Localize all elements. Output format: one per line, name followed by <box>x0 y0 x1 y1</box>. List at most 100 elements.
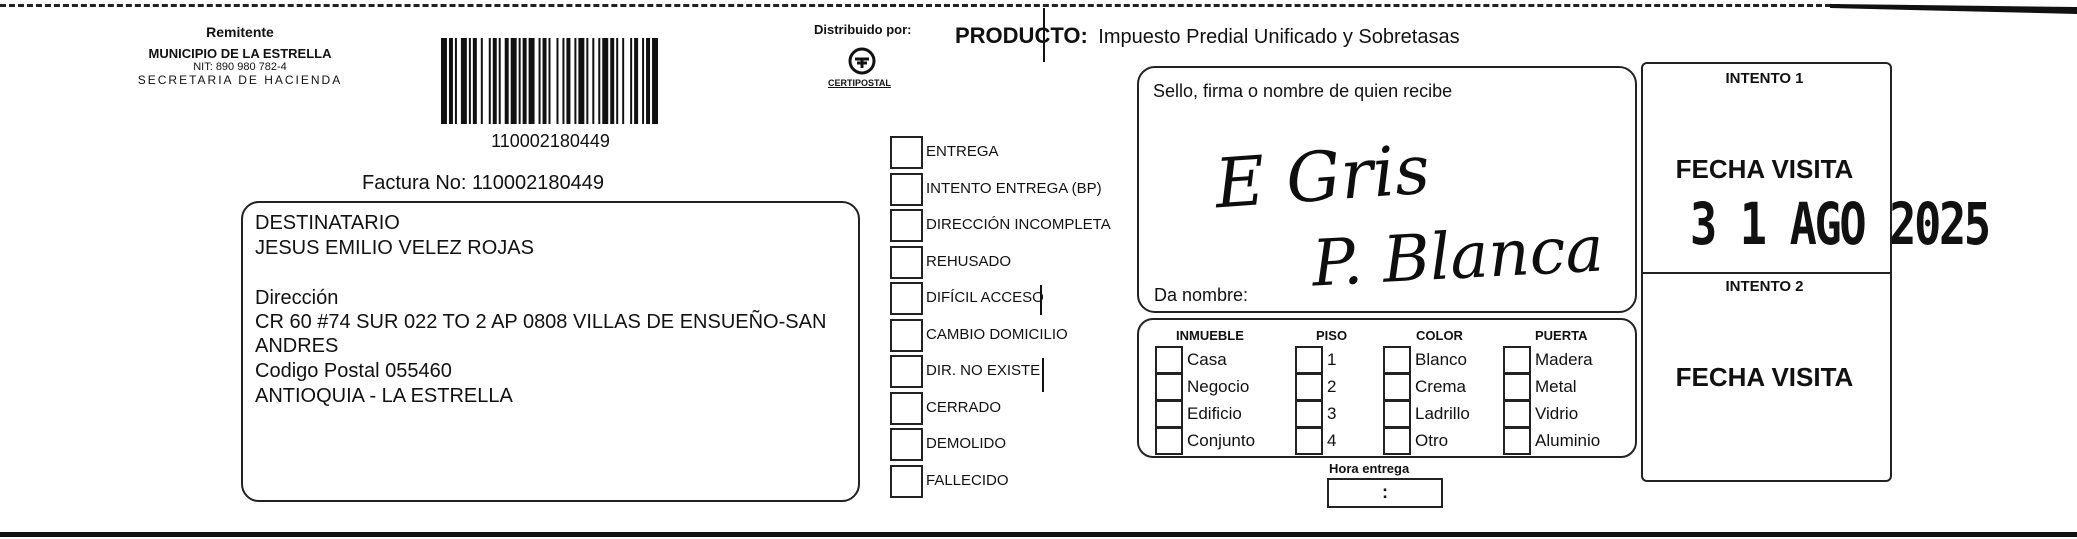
certipostal-logo-icon <box>847 46 877 76</box>
barcode-bar <box>602 38 609 124</box>
property-option-piso: 2 <box>1327 377 1337 396</box>
property-checkbox-puerta[interactable] <box>1503 346 1531 374</box>
barcode-bar <box>522 38 527 124</box>
product-line: PRODUCTO: Impuesto Predial Unificado y S… <box>955 23 1460 49</box>
status-label: REHUSADO <box>926 252 1012 270</box>
barcode-bar <box>566 38 571 124</box>
property-option-puerta: Vidrio <box>1535 404 1579 423</box>
delivery-time-field[interactable]: : <box>1327 478 1443 508</box>
barcode <box>441 38 659 124</box>
sender-department: SECRETARIA DE HACIENDA <box>137 73 343 87</box>
barcode-bar <box>562 38 565 124</box>
status-checkbox[interactable] <box>890 245 923 279</box>
status-checkbox[interactable] <box>890 391 923 425</box>
barcode-bar <box>592 38 595 124</box>
top-cut-line <box>0 4 1840 7</box>
property-option-piso: 1 <box>1327 350 1337 369</box>
receiver-box <box>1137 66 1637 313</box>
property-header-puerta: PUERTA <box>1535 328 1588 343</box>
product-mark <box>1043 8 1045 62</box>
barcode-bar <box>610 38 615 124</box>
barcode-bar <box>578 38 585 124</box>
status-checkbox[interactable] <box>890 428 923 461</box>
status-checkbox[interactable] <box>890 318 923 352</box>
property-option-inmueble: Edificio <box>1187 404 1242 423</box>
property-option-piso: 3 <box>1327 404 1337 423</box>
property-checkbox-inmueble[interactable] <box>1155 427 1183 455</box>
status-checkbox[interactable] <box>890 464 923 498</box>
status-checkbox[interactable] <box>890 136 923 169</box>
region: ANTIOQUIA - LA ESTRELLA <box>255 385 513 407</box>
property-header-color: COLOR <box>1416 328 1463 343</box>
status-checkbox[interactable] <box>890 172 923 206</box>
barcode-bar <box>528 38 535 124</box>
top-edge-scan-mark <box>1830 4 2077 14</box>
property-checkbox-color[interactable] <box>1383 427 1411 455</box>
status-label: ENTREGA <box>926 143 999 160</box>
attempt1-title: INTENTO 1 <box>1725 70 1804 87</box>
barcode-number: 110002180449 <box>491 131 610 151</box>
barcode-bar <box>460 38 467 124</box>
barcode-bar <box>468 38 471 124</box>
property-checkbox-puerta[interactable] <box>1503 373 1531 401</box>
attempts-divider <box>1641 272 1892 274</box>
property-checkbox-inmueble[interactable] <box>1155 346 1183 374</box>
property-checkbox-color[interactable] <box>1383 346 1411 374</box>
property-checkbox-color[interactable] <box>1383 400 1411 428</box>
barcode-bar <box>480 38 483 124</box>
property-checkbox-inmueble[interactable] <box>1155 373 1183 401</box>
property-checkbox-piso[interactable] <box>1295 346 1323 374</box>
property-checkbox-piso[interactable] <box>1295 373 1323 401</box>
barcode-bar <box>492 38 497 124</box>
barcode-bar <box>630 38 633 124</box>
product-label: PRODUCTO: <box>955 23 1088 48</box>
status-label: CAMBIO DOMICILIO <box>926 325 1068 343</box>
barcode-bar <box>448 38 453 124</box>
product-value: Impuesto Predial Unificado y Sobretasas <box>1098 26 1460 48</box>
postal-code: Codigo Postal 055460 <box>255 360 452 382</box>
barcode-bar <box>498 38 501 124</box>
recipient-name: JESUS EMILIO VELEZ ROJAS <box>255 237 534 259</box>
property-header-inmueble: INMUEBLE <box>1176 328 1244 343</box>
status-label: CERRADO <box>926 398 1002 416</box>
sender-nit: NIT: 890 980 782-4 <box>193 61 287 73</box>
status-checkbox[interactable] <box>890 355 923 388</box>
property-checkbox-inmueble[interactable] <box>1155 400 1183 428</box>
property-checkbox-color[interactable] <box>1383 373 1411 401</box>
barcode-bar <box>616 38 619 124</box>
property-option-puerta: Metal <box>1535 377 1577 396</box>
attempt1-visit-label: FECHA VISITA <box>1675 154 1854 184</box>
bottom-edge-line <box>0 532 2077 537</box>
property-option-puerta: Aluminio <box>1535 431 1601 450</box>
status-checkbox[interactable] <box>890 209 923 242</box>
address-line-1: CR 60 #74 SUR 022 TO 2 AP 0808 VILLAS DE… <box>255 311 827 333</box>
delivery-time-value: : <box>1382 482 1388 502</box>
status-checkbox[interactable] <box>890 282 923 315</box>
address-line-2: ANDRES <box>255 335 339 357</box>
status-label: DIR. NO EXISTE <box>926 362 1041 379</box>
property-option-color: Blanco <box>1415 350 1467 369</box>
barcode-bar <box>598 38 601 124</box>
address-label: Dirección <box>255 287 339 309</box>
property-checkbox-piso[interactable] <box>1295 427 1323 455</box>
barcode-bar <box>622 38 625 124</box>
property-checkbox-puerta[interactable] <box>1503 400 1531 428</box>
sender-name: MUNICIPIO DE LA ESTRELLA <box>148 46 332 61</box>
barcode-bar <box>574 38 577 124</box>
property-checkbox-piso[interactable] <box>1295 400 1323 428</box>
property-option-color: Otro <box>1415 431 1449 450</box>
barcode-bar <box>642 38 645 124</box>
attempt2-title: INTENTO 2 <box>1725 278 1804 295</box>
barcode-bar <box>586 38 589 124</box>
barcode-bar <box>646 38 651 124</box>
receiver-handwriting-line2: P. Blanca <box>1310 212 1606 302</box>
barcode-bar <box>634 38 639 124</box>
property-option-inmueble: Negocio <box>1187 377 1250 396</box>
barcode-bar <box>454 38 457 124</box>
checklist-ink-mark-2 <box>1042 358 1044 392</box>
property-checkbox-puerta[interactable] <box>1503 427 1531 455</box>
barcode-bar <box>538 38 541 124</box>
property-header-piso: PISO <box>1316 328 1348 343</box>
receiver-label: Sello, firma o nombre de quien recibe <box>1153 81 1453 101</box>
barcode-bar <box>548 38 551 124</box>
